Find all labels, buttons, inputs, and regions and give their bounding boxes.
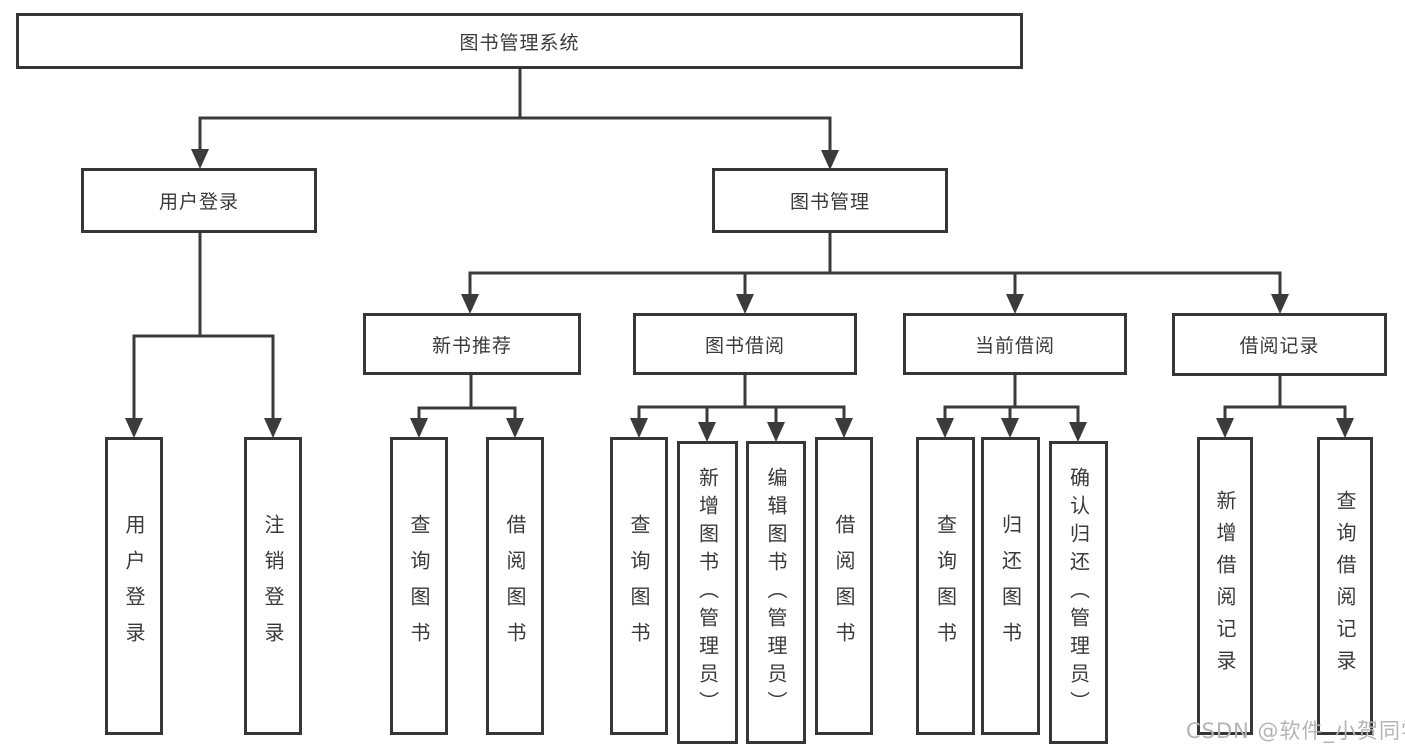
node-label: 当前借阅	[974, 334, 1055, 357]
leaf-borrow-query-book: 查询图书	[610, 437, 668, 735]
leaf-add-borrow-record: 新增借阅记录	[1197, 437, 1253, 735]
leaf-query-borrow-record: 查询借阅记录	[1317, 437, 1373, 735]
node-label: 用户登录	[122, 514, 146, 658]
node-label: 图书管理	[789, 191, 870, 213]
node-borrow-records: 借阅记录	[1172, 313, 1387, 376]
leaf-logout: 注销登录	[244, 437, 302, 735]
node-label: 查询图书	[407, 514, 431, 658]
leaf-user-login: 用户登录	[105, 437, 163, 735]
watermark: CSDN @软件_小贺同学	[1186, 719, 1405, 743]
node-book-management: 图书管理	[712, 168, 948, 233]
node-label: 借阅记录	[1239, 335, 1320, 357]
node-label: 查询借阅记录	[1333, 490, 1357, 682]
node-label: 新书推荐	[431, 334, 512, 357]
leaf-add-book-admin: 新增图书（管理员）	[677, 441, 738, 744]
node-book-borrow: 图书借阅	[633, 313, 857, 375]
node-label: 借阅图书	[503, 514, 527, 658]
node-current-borrow: 当前借阅	[903, 313, 1127, 375]
node-label: 新增借阅记录	[1213, 490, 1237, 682]
node-label: 借阅图书	[832, 514, 856, 658]
node-label: 查询图书	[627, 514, 651, 658]
node-label: 查询图书	[933, 514, 958, 658]
node-label: 新增图书（管理员）	[695, 466, 720, 719]
node-new-book-recommend: 新书推荐	[363, 313, 581, 375]
node-label: 图书管理系统	[459, 31, 580, 54]
node-library-management-system: 图书管理系统	[16, 13, 1023, 69]
leaf-current-query-book: 查询图书	[916, 437, 975, 735]
node-label: 图书借阅	[704, 334, 785, 357]
node-label: 注销登录	[261, 514, 285, 658]
leaf-recommend-borrow-book: 借阅图书	[486, 437, 544, 735]
node-label: 用户登录	[158, 191, 239, 213]
leaf-recommend-query-book: 查询图书	[390, 437, 448, 735]
leaf-borrow-borrow-book: 借阅图书	[815, 437, 873, 735]
leaf-return-book: 归还图书	[981, 437, 1040, 735]
node-label: 归还图书	[998, 514, 1023, 658]
node-user-login: 用户登录	[81, 168, 317, 233]
node-label: 编辑图书（管理员）	[764, 466, 788, 719]
leaf-confirm-return-admin: 确认归还（管理员）	[1049, 441, 1108, 744]
node-label: 确认归还（管理员）	[1066, 466, 1091, 719]
leaf-edit-book-admin: 编辑图书（管理员）	[746, 441, 806, 744]
